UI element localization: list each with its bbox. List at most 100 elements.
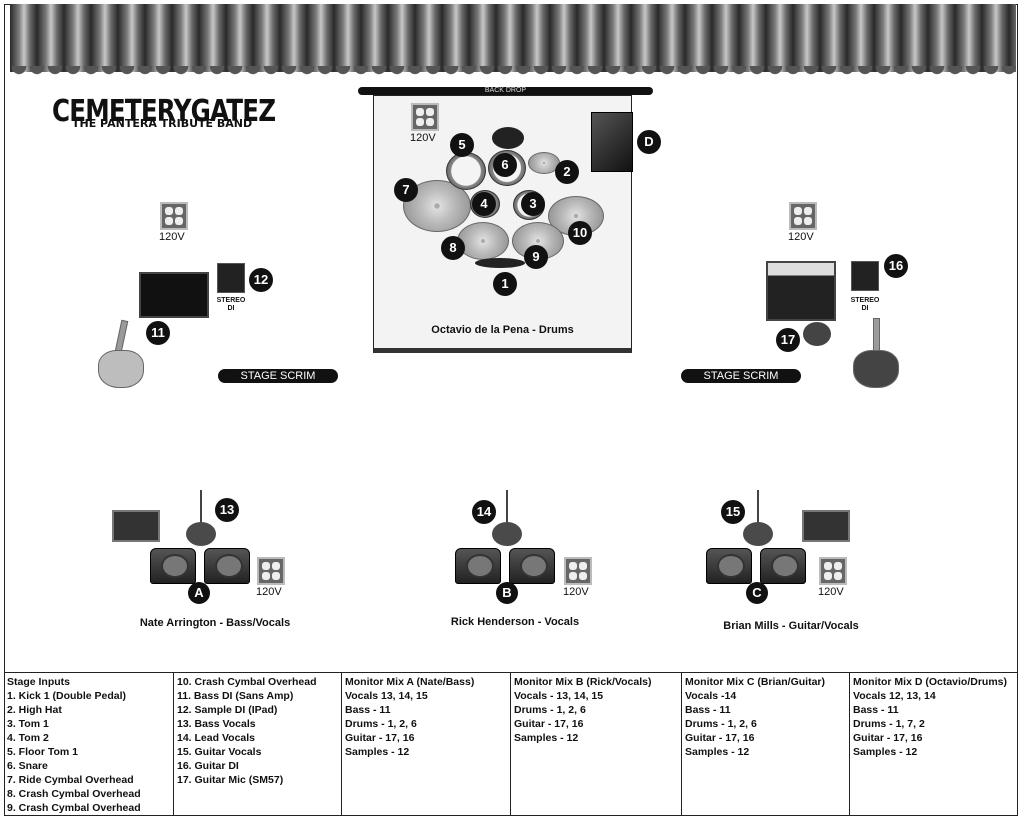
mic-base-icon — [492, 522, 522, 546]
table-row: Bass - 11 — [685, 704, 731, 716]
pedalboard-icon — [112, 510, 160, 542]
voltage-label: 120V — [788, 231, 814, 243]
table-row: Bass - 11 — [853, 704, 899, 716]
stereo-di-label: STEREO DI — [216, 297, 246, 312]
pedalboard-icon — [802, 510, 850, 542]
crash-cymbal-icon — [457, 222, 509, 260]
input-1-badge: 1 — [493, 272, 517, 296]
performer-right-name: Brian Mills - Guitar/Vocals — [723, 620, 859, 632]
input-8-badge: 8 — [441, 236, 465, 260]
input-14-badge: 14 — [472, 500, 496, 524]
table-row: Bass - 11 — [345, 704, 391, 716]
table-row: Samples - 12 — [853, 746, 918, 758]
monitor-c-label: C — [746, 582, 768, 604]
stereo-di-box-icon — [851, 261, 879, 291]
table-row: 13. Bass Vocals — [177, 718, 256, 730]
band-logo-title: CEMETERYGATEZ — [52, 94, 276, 129]
stereo-di-label: STEREO DI — [850, 297, 880, 312]
bass-guitar-icon — [98, 350, 144, 388]
guitar-mic-stand-icon — [803, 322, 831, 346]
table-row: 16. Guitar DI — [177, 760, 239, 772]
stage-curtain — [10, 4, 1016, 76]
table-row: Drums - 1, 7, 2 — [853, 718, 925, 730]
table-row: 14. Lead Vocals — [177, 732, 256, 744]
power-outlet-icon — [160, 202, 188, 230]
mic-stand-icon — [200, 490, 202, 526]
power-outlet-icon — [257, 557, 285, 585]
input-15-badge: 15 — [721, 500, 745, 524]
table-row: 6. Snare — [7, 760, 48, 772]
power-outlet-icon — [564, 557, 592, 585]
monitor-mix-c-column: Monitor Mix C (Brian/Guitar) Vocals -14 … — [682, 673, 850, 816]
drum-throne-icon — [492, 127, 524, 149]
monitor-wedge-icon — [509, 548, 555, 584]
input-list-table: Stage Inputs 1. Kick 1 (Double Pedal) 2.… — [4, 672, 1018, 816]
table-row: 1. Kick 1 (Double Pedal) — [7, 690, 127, 702]
table-row: Guitar - 17, 16 — [853, 732, 923, 744]
table-row: 15. Guitar Vocals — [177, 746, 262, 758]
table-row: Vocals - 13, 14, 15 — [514, 690, 604, 702]
monitor-wedge-icon — [760, 548, 806, 584]
input-3-badge: 3 — [521, 192, 545, 216]
column-heading: Monitor Mix A (Nate/Bass) — [345, 676, 475, 688]
input-13-badge: 13 — [215, 498, 239, 522]
table-row: Drums - 1, 2, 6 — [685, 718, 757, 730]
table-row: Samples - 12 — [514, 732, 579, 744]
table-row: 10. Crash Cymbal Overhead — [177, 676, 317, 688]
input-10-badge: 10 — [568, 221, 592, 245]
input-4-badge: 4 — [472, 192, 496, 216]
crash-cymbal-icon — [548, 196, 604, 236]
table-row: 2. High Hat — [7, 704, 62, 716]
column-heading: Monitor Mix D (Octavio/Drums) — [853, 676, 1008, 688]
input-5-badge: 5 — [450, 133, 474, 157]
table-row: Samples - 12 — [685, 746, 750, 758]
input-9-badge: 9 — [524, 245, 548, 269]
stage-inputs-column: Stage Inputs 1. Kick 1 (Double Pedal) 2.… — [4, 673, 174, 816]
backdrop-label: BACK DROP — [484, 87, 527, 94]
voltage-label: 120V — [818, 586, 844, 598]
performer-left-name: Nate Arrington - Bass/Vocals — [139, 617, 291, 629]
monitor-wedge-icon — [455, 548, 501, 584]
input-2-badge: 2 — [555, 160, 579, 184]
drummer-name: Octavio de la Pena - Drums — [431, 324, 574, 336]
table-row: 7. Ride Cymbal Overhead — [7, 774, 134, 786]
mic-base-icon — [743, 522, 773, 546]
performer-center-name: Rick Henderson - Vocals — [450, 616, 580, 628]
input-7-badge: 7 — [394, 178, 418, 202]
band-logo-subtitle: THE PANTERA TRIBUTE BAND — [72, 117, 253, 130]
voltage-label: 120V — [256, 586, 282, 598]
power-outlet-icon — [819, 557, 847, 585]
mic-stand-icon — [506, 490, 508, 526]
input-12-badge: 12 — [249, 268, 273, 292]
table-row: Guitar - 17, 16 — [685, 732, 755, 744]
monitor-wedge-icon — [706, 548, 752, 584]
table-row: 5. Floor Tom 1 — [7, 746, 78, 758]
monitor-mix-d-column: Monitor Mix D (Octavio/Drums) Vocals 12,… — [850, 673, 1018, 816]
table-row: 8. Crash Cymbal Overhead — [7, 788, 141, 800]
stage-scrim-right: STAGE SCRIM — [681, 369, 801, 383]
input-16-badge: 16 — [884, 254, 908, 278]
column-heading: Monitor Mix B (Rick/Vocals) — [514, 676, 652, 688]
table-row: 4. Tom 2 — [7, 732, 49, 744]
drum-monitor-speaker — [591, 112, 633, 172]
monitor-wedge-icon — [204, 548, 250, 584]
bass-amp-icon — [139, 272, 209, 318]
mic-stand-icon — [757, 490, 759, 526]
electric-guitar-icon — [853, 350, 899, 388]
table-row: 17. Guitar Mic (SM57) — [177, 774, 284, 786]
voltage-label: 120V — [563, 586, 589, 598]
table-row: Vocals -14 — [685, 690, 737, 702]
kick-drum-icon — [475, 258, 525, 268]
stage-inputs-column-2: 10. Crash Cymbal Overhead 11. Bass DI (S… — [174, 673, 342, 816]
monitor-wedge-icon — [150, 548, 196, 584]
table-row: 11. Bass DI (Sans Amp) — [177, 690, 294, 702]
table-row: Drums - 1, 2, 6 — [514, 704, 586, 716]
mic-base-icon — [186, 522, 216, 546]
table-row: 9. Crash Cymbal Overhead — [7, 802, 141, 814]
table-row: Vocals 13, 14, 15 — [345, 690, 428, 702]
voltage-label: 120V — [159, 231, 185, 243]
power-outlet-icon — [789, 202, 817, 230]
column-heading: Monitor Mix C (Brian/Guitar) — [685, 676, 825, 688]
voltage-label: 120V — [410, 132, 436, 144]
table-row: Samples - 12 — [345, 746, 410, 758]
